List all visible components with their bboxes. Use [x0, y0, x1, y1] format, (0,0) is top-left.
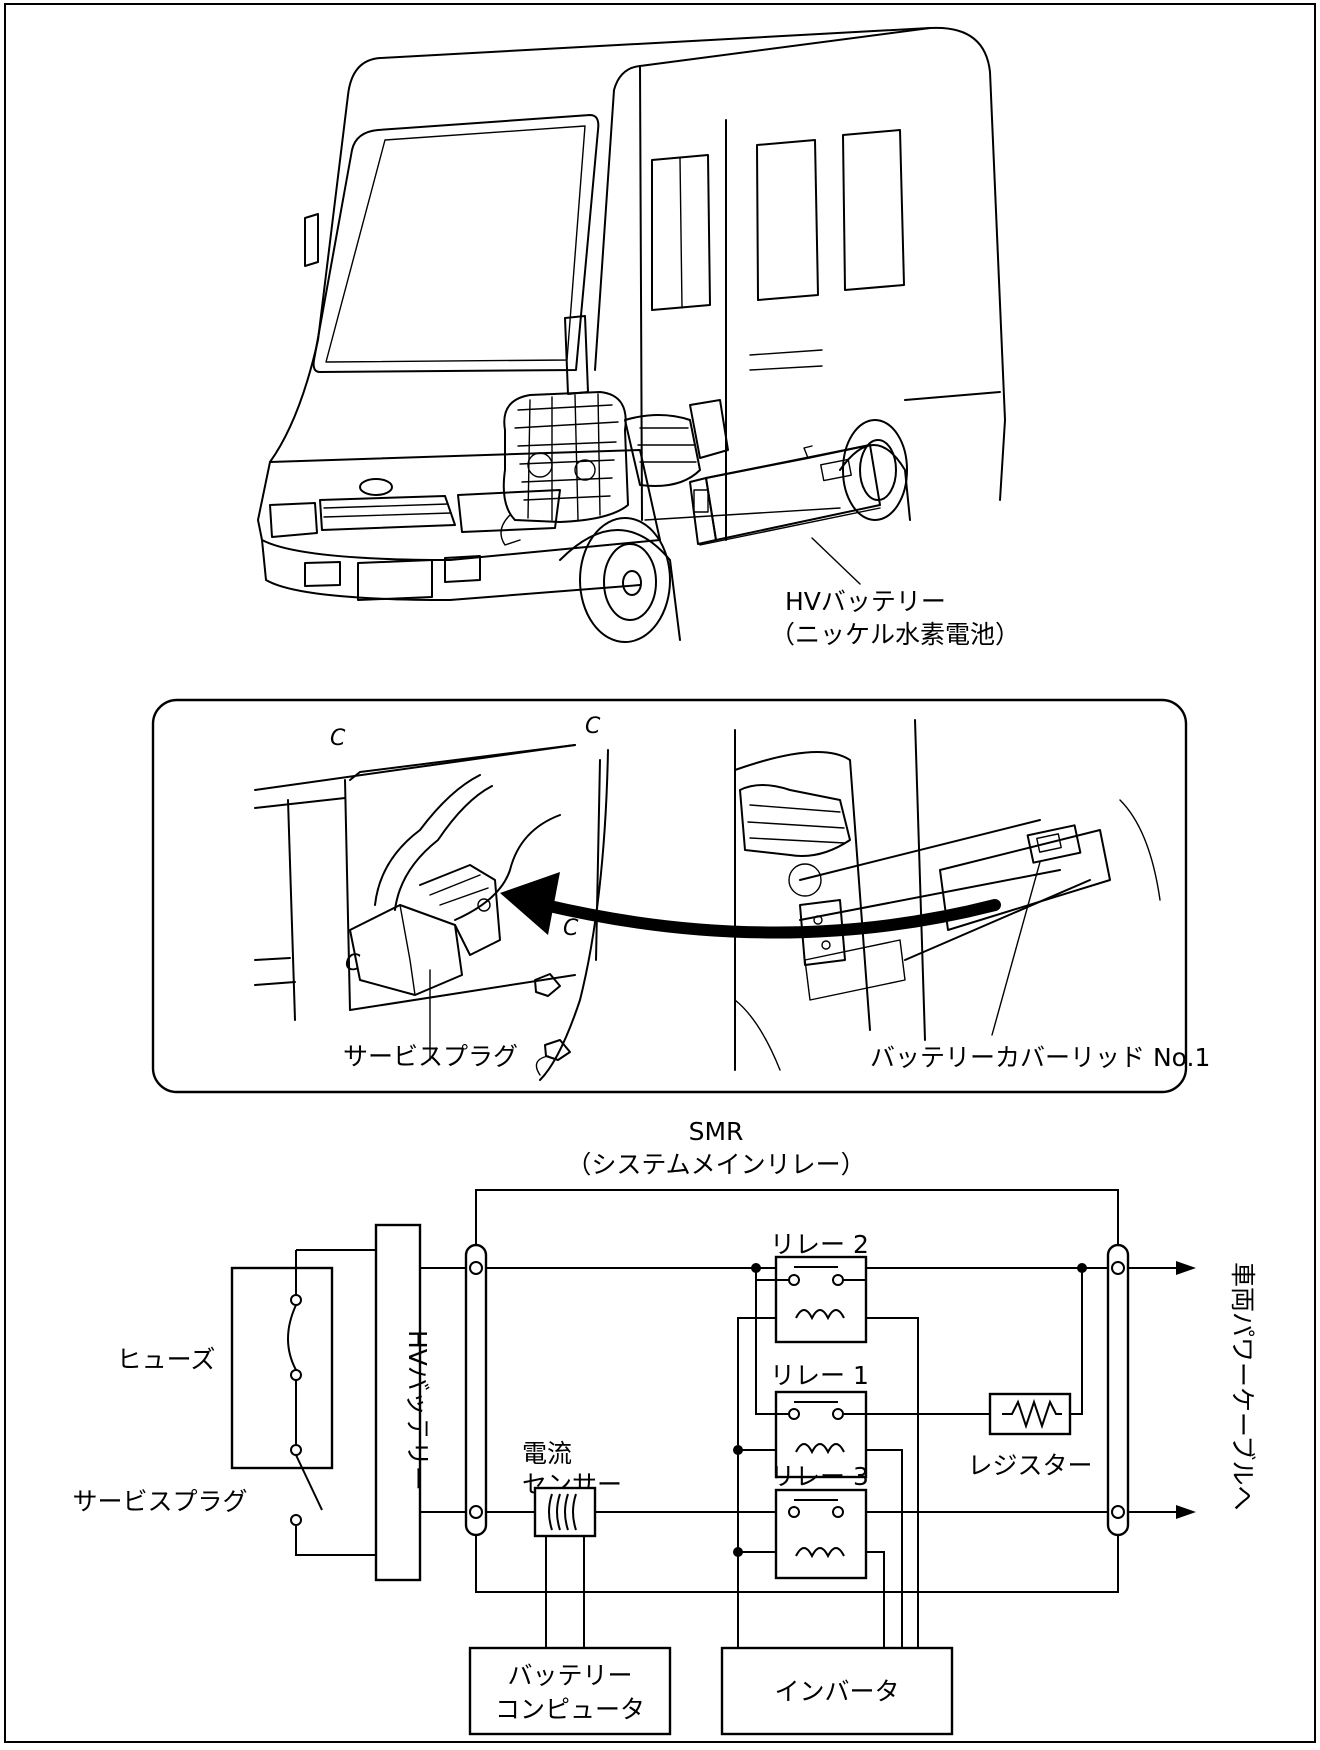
smr-loop-top [475, 1189, 1119, 1268]
clip-mark-2: C [585, 714, 601, 739]
inverter-box [720, 1646, 954, 1736]
service-plug-label: サービスプラグ [72, 1487, 247, 1516]
clip-mark-3: C [563, 916, 579, 941]
detail-arrow [500, 872, 1001, 939]
relay3-box [774, 1488, 868, 1580]
circuit-diagram: SMR （システムメインリレー） ヒューズ サービスプラグ HVバッテリー [72, 1117, 1257, 1736]
truck-illustration: HVバッテリー （ニッケル水素電池） [257, 26, 1020, 649]
inverter-label: インバータ [774, 1677, 899, 1706]
detail-panel-frame [151, 698, 1188, 1094]
service-plug-contact-bottom [290, 1514, 302, 1526]
battery-cover-closeup: バッテリーカバーリッド No.1 [734, 719, 1210, 1072]
current-sensor-label-1: 電流 [522, 1439, 572, 1468]
smr-loop-bottom [475, 1512, 1119, 1593]
detail-panel: C C C C サービスプラグ [151, 698, 1210, 1094]
battery-computer-box [468, 1646, 672, 1736]
hv-battery-box-circuit [374, 1223, 422, 1582]
page-frame [4, 3, 1316, 1743]
relay1-box [774, 1390, 868, 1479]
hv-battery-sublabel: （ニッケル水素電池） [770, 620, 1020, 649]
service-plug-closeup: C C C C サービスプラグ [254, 714, 609, 1081]
hv-battery-box [689, 444, 881, 546]
relay1-label: リレー 1 [770, 1361, 869, 1390]
smr-sublabel: （システムメインリレー） [566, 1150, 865, 1179]
left-bus-bar [464, 1243, 488, 1537]
clip-mark-1: C [330, 726, 346, 751]
hv-battery-leader [811, 537, 861, 585]
service-plug-contact-top [290, 1444, 302, 1456]
smr-label: SMR [689, 1117, 744, 1146]
fuse-plug-box [230, 1266, 334, 1470]
output-label: 車両パワーケーブルへ [1228, 1262, 1257, 1511]
engine-cutaway [500, 391, 729, 546]
relay2-box [774, 1255, 868, 1344]
relay2-label: リレー 2 [770, 1230, 869, 1259]
positive-arrow [1176, 1261, 1196, 1275]
clip-mark-4: C [345, 951, 361, 976]
battery-computer-label-2: コンピュータ [495, 1695, 645, 1724]
resistor-label: レジスター [967, 1451, 1092, 1480]
fuse-label: ヒューズ [117, 1345, 216, 1374]
service-plug-closeup-label: サービスプラグ [343, 1042, 518, 1071]
cover-lid-label: バッテリーカバーリッド No.1 [870, 1043, 1210, 1072]
hv-battery-label: HVバッテリー [785, 587, 946, 616]
relay3-label: リレー 3 [770, 1462, 869, 1491]
battery-computer-label-1: バッテリー [507, 1661, 632, 1690]
negative-arrow [1176, 1505, 1196, 1519]
hv-battery-circuit-label: HVバッテリー [403, 1330, 432, 1491]
right-bus-bar [1106, 1243, 1130, 1537]
